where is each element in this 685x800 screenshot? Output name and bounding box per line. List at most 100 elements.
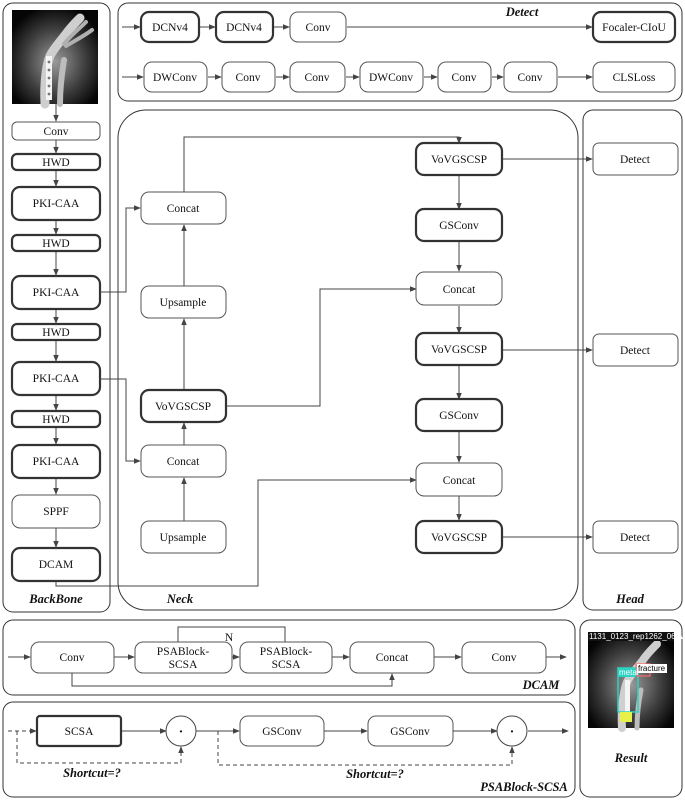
detect-dcnv4-2: DCNv4: [214, 10, 275, 44]
svg-text:Upsample: Upsample: [160, 297, 207, 309]
svg-text:VoVGSCSP: VoVGSCSP: [431, 344, 487, 356]
neck-concat-top: Concat: [140, 191, 227, 225]
detect-conv-3: Conv: [289, 61, 346, 93]
dcam-panel: [2, 619, 576, 696]
neck-gsconv-2: GSConv: [414, 397, 504, 433]
svg-text:SPPF: SPPF: [43, 506, 69, 518]
backbone-hwd-2: HWD: [10, 233, 102, 253]
svg-text:Concat: Concat: [376, 652, 409, 664]
neck-upsample-top: Upsample: [140, 285, 227, 319]
psa-scsa: SCSA: [35, 714, 123, 748]
backbone-dcam: DCAM: [10, 546, 102, 583]
neck-concat-right-2: Concat: [415, 462, 503, 497]
result-title: Result: [614, 751, 648, 765]
psa-mul-node-2: ·: [496, 715, 528, 747]
svg-text:Focaler-CIoU: Focaler-CIoU: [602, 22, 666, 34]
result-xray-image: metal fracture 1131_0123_rep1262_06_WR: [588, 632, 685, 732]
svg-text:Upsample: Upsample: [160, 532, 207, 544]
dcam-concat: Concat: [349, 641, 435, 674]
svg-text:HWD: HWD: [42, 327, 69, 339]
svg-text:DCAM: DCAM: [39, 559, 74, 571]
head-title: Head: [615, 592, 645, 606]
dcam-repeat-n: N: [225, 632, 234, 644]
backbone-conv: Conv: [11, 121, 101, 141]
svg-text:VoVGSCSP: VoVGSCSP: [155, 401, 211, 413]
detect-dwconv-2: DWConv: [359, 61, 424, 93]
dcam-conv-1: Conv: [30, 641, 115, 674]
svg-text:Conv: Conv: [518, 72, 543, 84]
svg-text:Conv: Conv: [305, 72, 330, 84]
svg-text:CLSLoss: CLSLoss: [613, 72, 656, 84]
svg-text:PSABlock-SCSA: PSABlock-SCSA: [157, 646, 210, 671]
backbone-panel: [2, 2, 111, 613]
backbone-pki-caa-4: PKI-CAA: [10, 443, 102, 480]
svg-text:SCSA: SCSA: [65, 726, 94, 738]
dcam-psablock-1: PSABlock-SCSA: [134, 641, 233, 674]
shortcut-label-1: Shortcut=?: [63, 766, 121, 780]
svg-text:PKI-CAA: PKI-CAA: [33, 198, 80, 210]
result-panel: [579, 619, 683, 798]
psablock-title: PSABlock-SCSA: [480, 780, 568, 794]
detect-conv-4: Conv: [437, 61, 492, 93]
detect-dwconv-1: DWConv: [143, 61, 208, 93]
svg-text:Concat: Concat: [443, 284, 476, 296]
head-detect-3: Detect: [592, 520, 679, 554]
neck-concat-right-1: Concat: [415, 271, 503, 306]
svg-text:PKI-CAA: PKI-CAA: [33, 456, 80, 468]
neck-upsample-bottom: Upsample: [140, 520, 227, 554]
svg-text:VoVGSCSP: VoVGSCSP: [431, 532, 487, 544]
svg-text:GSConv: GSConv: [439, 410, 479, 422]
dcam-psablock-1-label-line-2: SCSA: [169, 659, 198, 671]
backbone-title: BackBone: [28, 592, 83, 606]
detect-clsloss: CLSLoss: [592, 61, 676, 93]
svg-text:DCNv4: DCNv4: [226, 22, 262, 34]
neck-vovgscsp-left: VoVGSCSP: [139, 388, 228, 424]
shortcut-label-2: Shortcut=?: [346, 767, 404, 781]
result-image-name: 1131_0123_rep1262_06_WR: [589, 632, 685, 641]
backbone-hwd-3: HWD: [10, 322, 102, 342]
svg-text:PKI-CAA: PKI-CAA: [33, 373, 80, 385]
svg-text:GSConv: GSConv: [390, 726, 430, 738]
svg-text:HWD: HWD: [42, 157, 69, 169]
svg-text:·: ·: [510, 725, 515, 740]
svg-text:VoVGSCSP: VoVGSCSP: [431, 154, 487, 166]
detect-panel: [117, 2, 683, 102]
detect-conv: Conv: [289, 11, 347, 43]
svg-text:Conv: Conv: [492, 652, 517, 664]
neck-vovgscsp-1: VoVGSCSP: [414, 141, 504, 177]
detect-dcnv4-1: DCNv4: [139, 10, 201, 44]
svg-text:HWD: HWD: [42, 238, 69, 250]
psa-gsconv-2: GSConv: [367, 715, 454, 747]
svg-text:DCNv4: DCNv4: [152, 22, 188, 34]
dcam-psablock-2: PSABlock-SCSA: [239, 641, 333, 674]
detect-title: Detect: [505, 5, 539, 19]
svg-text:Conv: Conv: [452, 72, 477, 84]
neck-vovgscsp-2: VoVGSCSP: [414, 331, 504, 367]
svg-text:Conv: Conv: [60, 652, 85, 664]
svg-text:HWD: HWD: [42, 414, 69, 426]
backbone-sppf: SPPF: [11, 494, 101, 529]
svg-text:Conv: Conv: [306, 22, 331, 34]
detect-focaler-ciou: Focaler-CIoU: [591, 10, 677, 44]
svg-text:Conv: Conv: [44, 126, 69, 138]
head-detect-1: Detect: [592, 142, 679, 176]
backbone-hwd-4: HWD: [10, 409, 102, 429]
head-panel: [582, 109, 683, 611]
backbone-pki-caa-2: PKI-CAA: [10, 274, 102, 311]
head-detect-2: Detect: [592, 333, 679, 367]
dcam-psablock-2-label-line-1: PSABlock-: [260, 646, 313, 658]
svg-text:DWConv: DWConv: [153, 72, 197, 84]
xray-input-image: [12, 10, 98, 109]
svg-text:PKI-CAA: PKI-CAA: [33, 287, 80, 299]
svg-text:Concat: Concat: [443, 475, 476, 487]
dcam-title: DCAM: [522, 678, 561, 692]
backbone-pki-caa-3: PKI-CAA: [10, 360, 102, 397]
svg-text:GSConv: GSConv: [262, 726, 302, 738]
detect-conv-5: Conv: [503, 61, 558, 93]
svg-text:Concat: Concat: [167, 203, 200, 215]
svg-text:Conv: Conv: [236, 72, 261, 84]
neck-concat-bottom: Concat: [140, 444, 227, 478]
dcam-psablock-2-label-line-2: SCSA: [272, 659, 301, 671]
backbone-pki-caa-1: PKI-CAA: [10, 185, 102, 222]
